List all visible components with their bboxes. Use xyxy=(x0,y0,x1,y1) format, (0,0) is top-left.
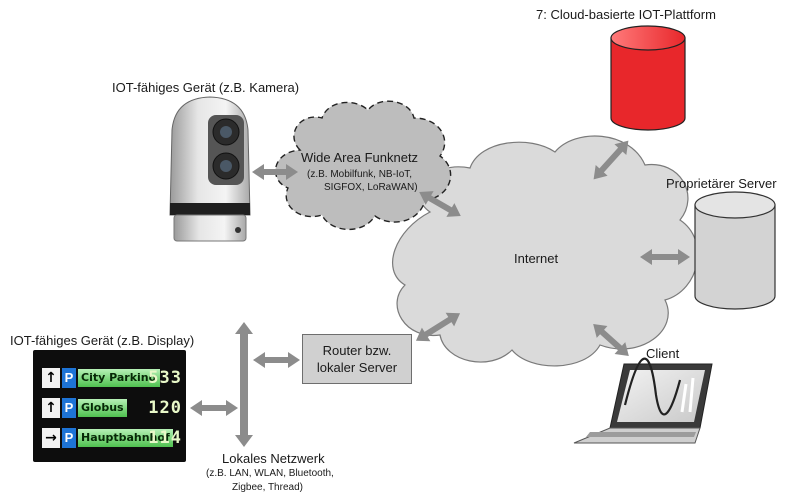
router-label-line-2: lokaler Server xyxy=(316,360,398,375)
display-device-label: IOT-fähiges Gerät (z.B. Display) xyxy=(10,333,195,348)
display-row-count: 120 xyxy=(148,398,182,418)
display-row: ↑ P City Parking 533 xyxy=(42,366,182,390)
internet-cloud xyxy=(392,135,699,367)
lan-bus-arrow xyxy=(235,322,253,447)
arrow-camera-wan xyxy=(252,164,298,180)
arrow-router-internet xyxy=(415,312,461,342)
arrow-wan-internet xyxy=(419,191,461,217)
wan-title: Wide Area Funknetz xyxy=(301,150,419,165)
arrow-internet-cloud-platform xyxy=(593,140,629,180)
wan-detail-line-2: SIGFOX, LoRaWAN) xyxy=(324,182,418,193)
client-label: Client xyxy=(646,346,680,361)
cloud-platform-label: 7: Cloud-basierte IOT-Plattform xyxy=(536,7,716,22)
router-label-line-1: Router bzw. xyxy=(322,343,392,358)
display-row-name: City Parking xyxy=(78,369,160,387)
arrow-internet-client xyxy=(593,323,629,357)
proprietary-server-label: Proprietärer Server xyxy=(666,176,777,191)
display-row: → P Hauptbahnhof 114 xyxy=(42,426,182,450)
internet-label: Internet xyxy=(514,251,559,266)
connection-arrows xyxy=(190,140,690,447)
wan-cloud xyxy=(274,100,452,231)
camera-device-icon xyxy=(169,96,251,242)
display-row-name: Globus xyxy=(78,399,127,417)
proprietary-server-database-icon xyxy=(694,191,776,310)
up-arrow-icon: ↑ xyxy=(42,368,60,388)
parking-icon: P xyxy=(62,398,76,418)
wan-detail-line-1: (z.B. Mobilfunk, NB-IoT, xyxy=(307,169,413,180)
display-row-count: 114 xyxy=(148,428,182,448)
parking-display-device: ↑ P City Parking 533 ↑ P Globus 120 → P … xyxy=(33,350,186,462)
arrow-display-lan xyxy=(190,400,238,416)
client-laptop-icon xyxy=(573,357,713,444)
display-row: ↑ P Globus 120 xyxy=(42,396,182,420)
cloud-platform-database-icon xyxy=(610,25,686,131)
router-box: Router bzw. lokaler Server xyxy=(302,334,412,384)
lan-title: Lokales Netzwerk xyxy=(222,451,325,466)
up-arrow-icon: ↑ xyxy=(42,398,60,418)
lan-detail-line-1: (z.B. LAN, WLAN, Bluetooth, xyxy=(206,468,334,479)
arrow-internet-server xyxy=(640,249,690,265)
right-arrow-icon: → xyxy=(42,428,60,448)
display-row-name: Hauptbahnhof xyxy=(78,429,173,447)
display-row-count: 533 xyxy=(148,368,182,388)
camera-device-label: IOT-fähiges Gerät (z.B. Kamera) xyxy=(112,80,300,95)
parking-icon: P xyxy=(62,428,76,448)
parking-icon: P xyxy=(62,368,76,388)
lan-detail-line-2: Zigbee, Thread) xyxy=(232,482,303,493)
arrow-lan-router xyxy=(253,352,300,368)
